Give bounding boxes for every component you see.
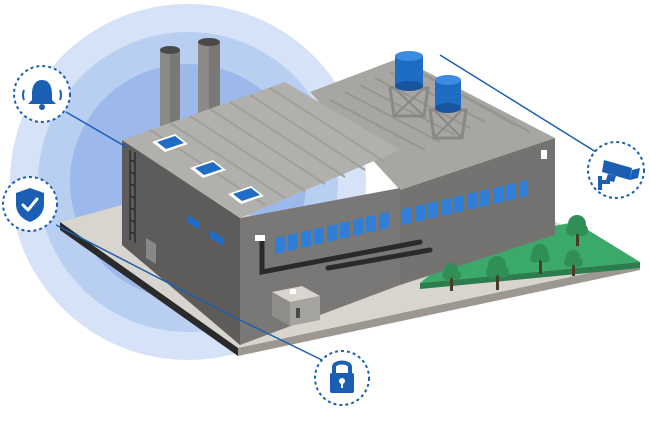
sidewalk-edge-left — [60, 222, 238, 356]
water-tanks — [388, 51, 468, 140]
tree — [566, 215, 588, 246]
connector-camera — [439, 54, 597, 153]
utility-shed — [272, 286, 320, 326]
wall-pipes — [259, 237, 433, 276]
side-window-1 — [188, 215, 200, 230]
front-window-strip — [275, 180, 527, 254]
sidewalk-edge-right — [238, 262, 640, 356]
trees — [442, 215, 588, 291]
shield-badge — [2, 176, 58, 232]
connector-lines — [55, 54, 597, 361]
connector-alarm — [65, 111, 129, 149]
roof-ladder — [129, 150, 136, 243]
camera-badge — [587, 141, 645, 199]
alarm-bell-icon — [22, 80, 62, 110]
grass-edge — [420, 262, 640, 289]
pipe-outlet — [255, 235, 265, 241]
smokestacks — [160, 38, 220, 140]
lock-badge — [314, 350, 370, 406]
connector-shield — [55, 224, 241, 321]
warehouse-wall — [400, 138, 555, 285]
water-tank-right — [428, 75, 468, 140]
security-camera-icon — [598, 160, 640, 190]
tree — [486, 256, 509, 290]
alarm-badge — [13, 65, 71, 123]
water-tank-left — [388, 51, 430, 118]
tree — [442, 263, 461, 291]
padlock-icon — [330, 360, 354, 393]
warehouse-vent — [541, 150, 547, 159]
side-door — [146, 238, 156, 264]
tree — [564, 250, 583, 276]
grass-lawn — [420, 222, 640, 283]
shield-check-icon — [16, 188, 44, 222]
factory-side-wall — [122, 140, 240, 345]
connector-lock — [239, 319, 323, 361]
factory-main-block — [122, 82, 527, 345]
side-window-2 — [210, 230, 224, 246]
tree — [530, 244, 550, 274]
